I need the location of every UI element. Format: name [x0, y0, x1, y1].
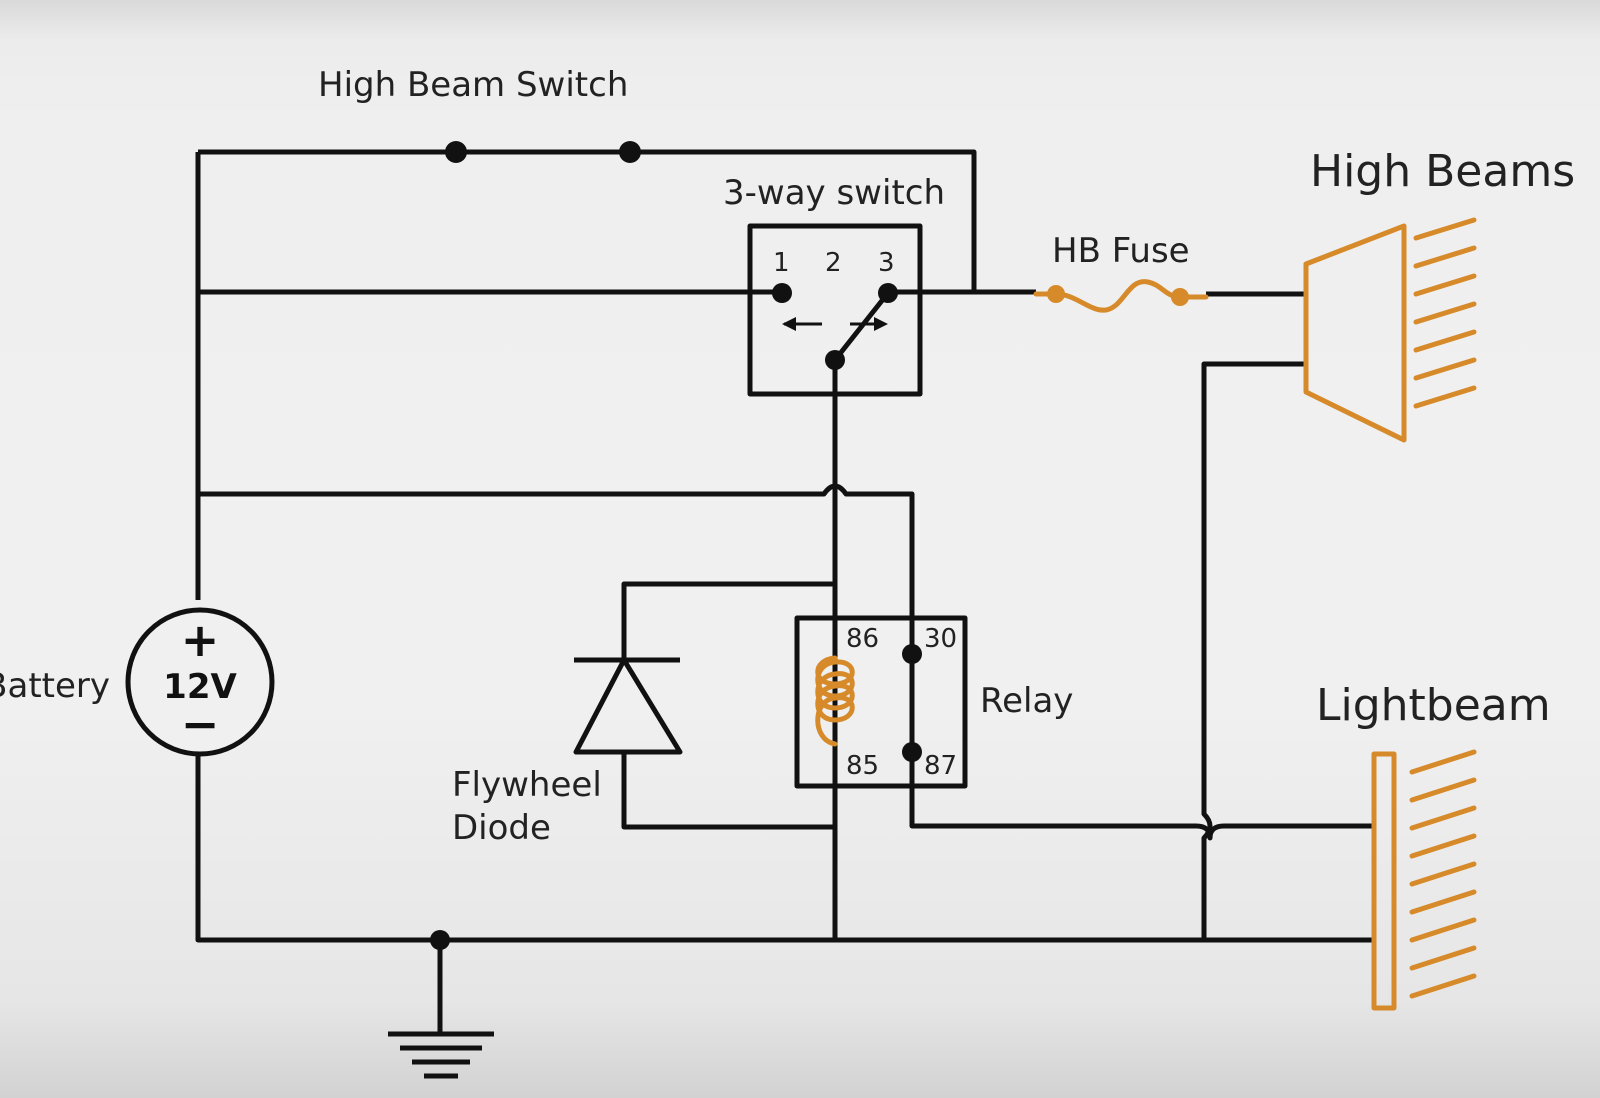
battery-label: Battery	[0, 666, 110, 706]
ground-symbol	[388, 1031, 494, 1079]
switch-pin1-label: 1	[773, 248, 790, 278]
wire-ground-rail	[195, 755, 1372, 943]
high-beams-lamp-icon	[1303, 217, 1477, 443]
switch-arrow-right-icon	[850, 317, 888, 331]
relay-pin87-label: 87	[924, 751, 957, 781]
relay-pin85-label: 85	[846, 751, 879, 781]
flywheel-diode-label-line1: Flywheel	[452, 765, 602, 805]
fuse-element-icon	[1033, 279, 1209, 313]
switch-lever	[833, 291, 890, 362]
relay-pin86-label: 86	[846, 624, 879, 654]
wire-diode-cathode	[621, 581, 835, 660]
switch-arrow-left-icon	[782, 317, 822, 331]
three-way-switch-label: 3-way switch	[723, 173, 945, 213]
wire-relay87-to-lightbeam	[909, 752, 1372, 841]
flywheel-diode-label-line2: Diode	[452, 808, 551, 848]
battery-voltage: 12V	[163, 667, 237, 707]
lightbeam-lamp-icon	[1371, 749, 1477, 1011]
battery-plus-sign: +	[181, 613, 220, 667]
relay-box	[794, 615, 968, 789]
flywheel-diode-icon	[573, 657, 683, 755]
wire-high-beams-return	[1201, 361, 1306, 940]
relay-pin30-label: 30	[924, 624, 957, 654]
battery-minus-sign: −	[181, 697, 220, 751]
switch-pin2-label: 2	[825, 248, 842, 278]
hb-fuse-label: HB Fuse	[1052, 231, 1190, 271]
high-beam-switch-label: High Beam Switch	[318, 65, 628, 105]
high-beams-label: High Beams	[1310, 146, 1575, 197]
switch-pin1-dot	[772, 283, 792, 303]
relay-coil-icon	[815, 655, 855, 747]
wire-diode-anode	[621, 752, 835, 830]
lightbeam-label: Lightbeam	[1316, 680, 1551, 731]
wire-positive-to-relay30	[198, 483, 915, 650]
ground-junction-dot	[430, 930, 450, 950]
high-beam-switch-contact-right	[619, 141, 641, 163]
switch-pin3-label: 3	[878, 248, 895, 278]
relay-label: Relay	[980, 681, 1073, 721]
three-way-switch-box	[747, 223, 923, 397]
battery-symbol	[125, 607, 275, 757]
high-beam-switch-contact-left	[445, 141, 467, 163]
